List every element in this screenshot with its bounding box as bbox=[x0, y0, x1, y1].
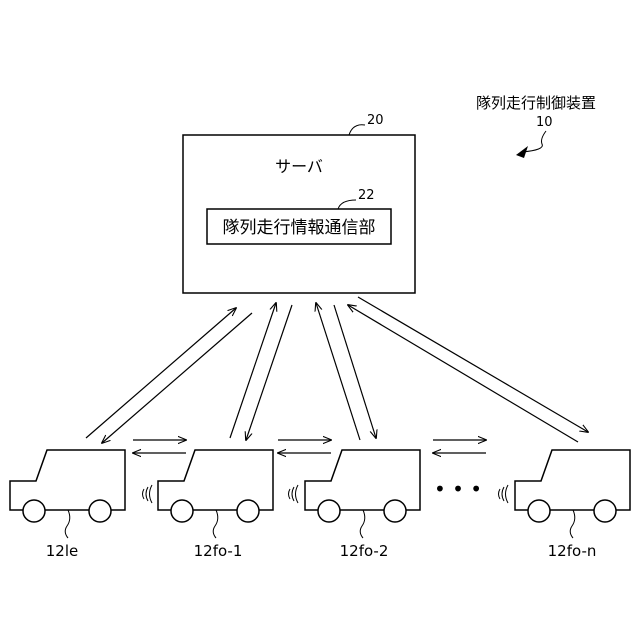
downlink-arrow-12fo-2 bbox=[334, 305, 376, 438]
wireless-icon bbox=[143, 485, 153, 503]
wireless-icon bbox=[289, 485, 299, 503]
vehicle-wheel-front bbox=[237, 500, 259, 522]
server-ref-leader bbox=[349, 125, 365, 135]
platoon-info-unit-title: 隊列走行情報通信部 bbox=[223, 218, 376, 238]
vehicle-wheel-front bbox=[89, 500, 111, 522]
system-title: 隊列走行制御装置 bbox=[476, 94, 596, 112]
vehicle-label-12fo-1: 12fo-1 bbox=[194, 542, 243, 560]
server-ref: 20 bbox=[367, 113, 384, 128]
vehicle-body bbox=[10, 450, 125, 510]
uplink-arrow-12fo-2 bbox=[316, 303, 360, 440]
vehicle-label-12le: 12le bbox=[46, 542, 78, 560]
vehicle-12fo-n bbox=[515, 450, 630, 538]
vehicle-wheel-rear bbox=[171, 500, 193, 522]
system-ref: 10 bbox=[536, 115, 553, 130]
wireless-icon bbox=[499, 485, 509, 503]
vehicle-label-12fo-2: 12fo-2 bbox=[340, 542, 389, 560]
server-vehicle-links bbox=[86, 297, 588, 443]
downlink-arrow-12fo-n bbox=[358, 297, 588, 432]
vehicle-wheel-rear bbox=[528, 500, 550, 522]
vehicle-12fo-2 bbox=[305, 450, 420, 538]
vehicle-wheel-rear bbox=[23, 500, 45, 522]
platoon-info-unit-ref: 22 bbox=[358, 188, 375, 203]
vehicle-12le bbox=[10, 450, 125, 538]
vehicle-wheel-front bbox=[384, 500, 406, 522]
vehicle-to-vehicle-links bbox=[133, 440, 486, 453]
vehicle-body bbox=[515, 450, 630, 510]
vehicle-label-12fo-n: 12fo-n bbox=[548, 542, 597, 560]
vehicle-ref-leader bbox=[570, 510, 575, 538]
server-title: サーバ bbox=[275, 157, 323, 176]
server: サーバ 20 隊列走行情報通信部 22 bbox=[183, 113, 415, 293]
vehicle-ellipsis: • • • bbox=[434, 477, 482, 501]
vehicle-wheel-rear bbox=[318, 500, 340, 522]
system-label-group: 隊列走行制御装置 10 bbox=[476, 94, 596, 158]
uplink-arrow-12fo-n bbox=[348, 305, 578, 442]
vehicle-ref-leader bbox=[213, 510, 218, 538]
downlink-arrow-12le bbox=[102, 313, 252, 443]
vehicle-ref-leader bbox=[360, 510, 365, 538]
vehicle-body bbox=[158, 450, 273, 510]
vehicle-wheel-front bbox=[594, 500, 616, 522]
vehicle-ref-leader bbox=[65, 510, 70, 538]
vehicle-12fo-1 bbox=[158, 450, 273, 538]
uplink-arrow-12le bbox=[86, 308, 236, 438]
vehicle-body bbox=[305, 450, 420, 510]
